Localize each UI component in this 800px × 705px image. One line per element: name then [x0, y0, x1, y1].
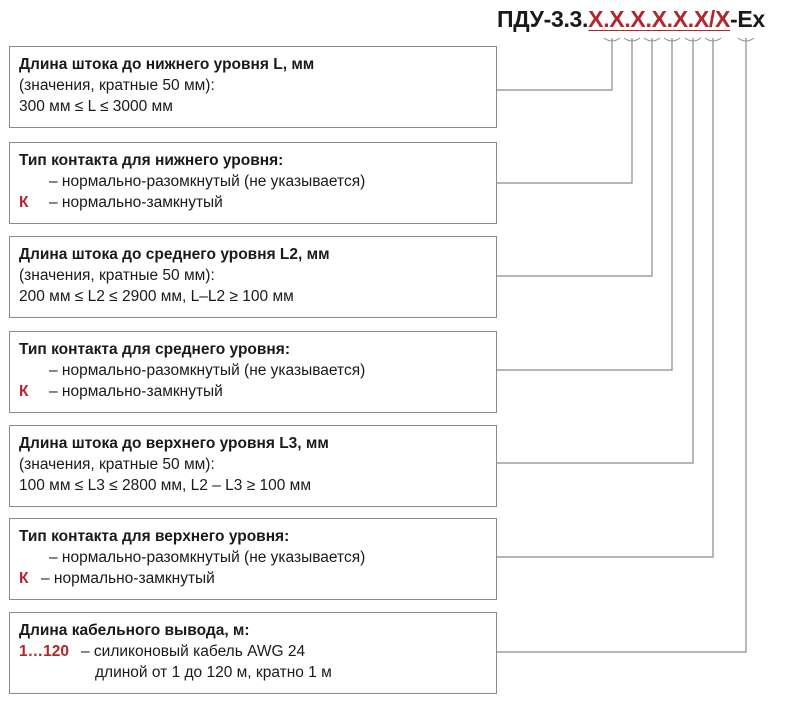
code-field-5: X [672, 6, 688, 32]
box-line: (значения, кратные 50 мм): [19, 77, 215, 94]
box-title: Длина кабельного вывода, м: [19, 622, 250, 639]
code-field-3: X [630, 6, 646, 32]
code-dot-5: . [687, 6, 694, 32]
code-field-1: X [588, 6, 604, 32]
option-normally-closed: – нормально-замкнутый [49, 383, 223, 400]
box-line: (значения, кратные 50 мм): [19, 267, 215, 284]
box-lower-contact-type: Тип контакта для нижнего уровня: – норма… [9, 142, 497, 224]
connector-6 [497, 38, 714, 558]
box-title: Тип контакта для среднего уровня: [19, 341, 290, 358]
option-code: К [19, 570, 29, 587]
connector-1 [497, 38, 613, 91]
box-title: Длина штока до нижнего уровня L, мм [19, 56, 315, 73]
box-line: длиной от 1 до 120 м, кратно 1 м [95, 664, 332, 681]
box-cable-length: Длина кабельного вывода, м: 1…120 – силик… [9, 612, 497, 694]
code-slash: / [708, 6, 715, 32]
connector-4 [497, 38, 673, 371]
box-line: 100 мм ≤ L3 ≤ 2800 мм, L2 – L3 ≥ 100 мм [19, 477, 311, 494]
box-line: 300 мм ≤ L ≤ 3000 мм [19, 98, 173, 115]
code-prefix: ПДУ-3.3. [497, 6, 589, 32]
box-title: Длина штока до верхнего уровня L3, мм [19, 435, 329, 452]
code-dot-1: . [603, 6, 610, 32]
option-normally-open: – нормально-разомкнутый (не указывается) [49, 549, 366, 566]
box-title: Тип контакта для нижнего уровня: [19, 152, 284, 169]
connector-5 [497, 38, 694, 464]
box-middle-rod-length: Длина штока до среднего уровня L2, мм (з… [9, 236, 497, 318]
box-line: (значения, кратные 50 мм): [19, 456, 215, 473]
box-lower-rod-length: Длина штока до нижнего уровня L, мм (зна… [9, 46, 497, 128]
code-dot-4: . [666, 6, 673, 32]
connector-2 [497, 38, 633, 184]
option-code: К [19, 383, 29, 400]
connector-3 [497, 38, 653, 277]
box-line: 200 мм ≤ L2 ≤ 2900 мм, L–L2 ≥ 100 мм [19, 288, 294, 305]
code-field-2: X [609, 6, 625, 32]
cable-range: 1…120 [19, 643, 69, 660]
box-middle-contact-type: Тип контакта для среднего уровня: – норм… [9, 331, 497, 413]
box-title: Длина штока до среднего уровня L2, мм [19, 246, 330, 263]
connector-7 [497, 38, 747, 653]
box-title: Тип контакта для верхнего уровня: [19, 528, 290, 545]
option-normally-closed: – нормально-замкнутый [41, 570, 215, 587]
code-dot-2: . [624, 6, 631, 32]
option-code: К [19, 194, 29, 211]
product-code: ПДУ-3.3.X.X.X.X.X.X/X-Ex [497, 4, 792, 34]
code-suffix: -Ex [730, 6, 765, 32]
option-normally-closed: – нормально-замкнутый [49, 194, 223, 211]
box-line: – силиконовый кабель AWG 24 [81, 643, 306, 660]
option-normally-open: – нормально-разомкнутый (не указывается) [49, 173, 366, 190]
code-field-7: X [714, 6, 731, 32]
code-field-4: X [651, 6, 667, 32]
code-field-6: X [693, 6, 709, 32]
box-upper-contact-type: Тип контакта для верхнего уровня: – норм… [9, 518, 497, 600]
box-upper-rod-length: Длина штока до верхнего уровня L3, мм (з… [9, 425, 497, 507]
code-dot-3: . [645, 6, 652, 32]
option-normally-open: – нормально-разомкнутый (не указывается) [49, 362, 366, 379]
